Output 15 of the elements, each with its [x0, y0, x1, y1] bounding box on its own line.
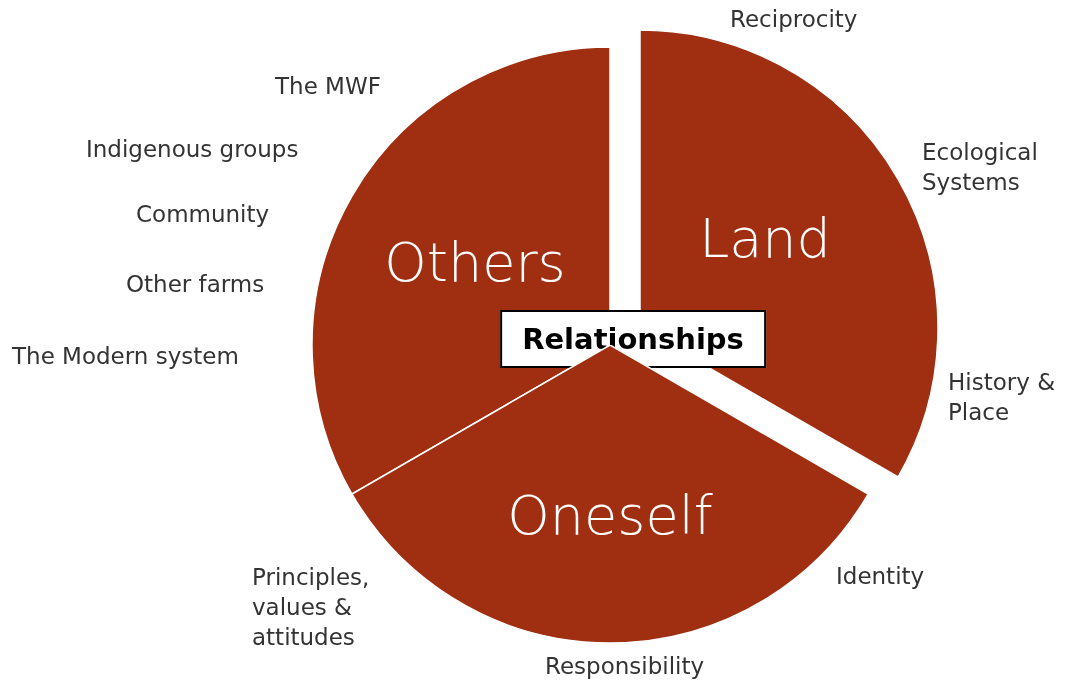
- segment-title: Others: [384, 230, 566, 294]
- category-label: The MWF: [275, 72, 381, 101]
- category-label: Responsibility: [545, 652, 705, 681]
- segment-title: Land: [699, 206, 831, 270]
- category-label: Ecological Systems: [922, 138, 1039, 197]
- category-label: Identity: [836, 562, 925, 591]
- category-label: The Modern system: [12, 342, 239, 371]
- category-label: Principles, values & attitudes: [252, 563, 371, 652]
- category-label: History & Place: [948, 368, 1057, 427]
- category-label: Other farms: [126, 270, 265, 299]
- category-label: Indigenous groups: [86, 135, 299, 164]
- category-label: Community: [136, 200, 270, 229]
- center-label-box: Relationships: [500, 310, 766, 368]
- category-label: Reciprocity: [730, 5, 858, 34]
- segment-title: Oneself: [507, 483, 713, 547]
